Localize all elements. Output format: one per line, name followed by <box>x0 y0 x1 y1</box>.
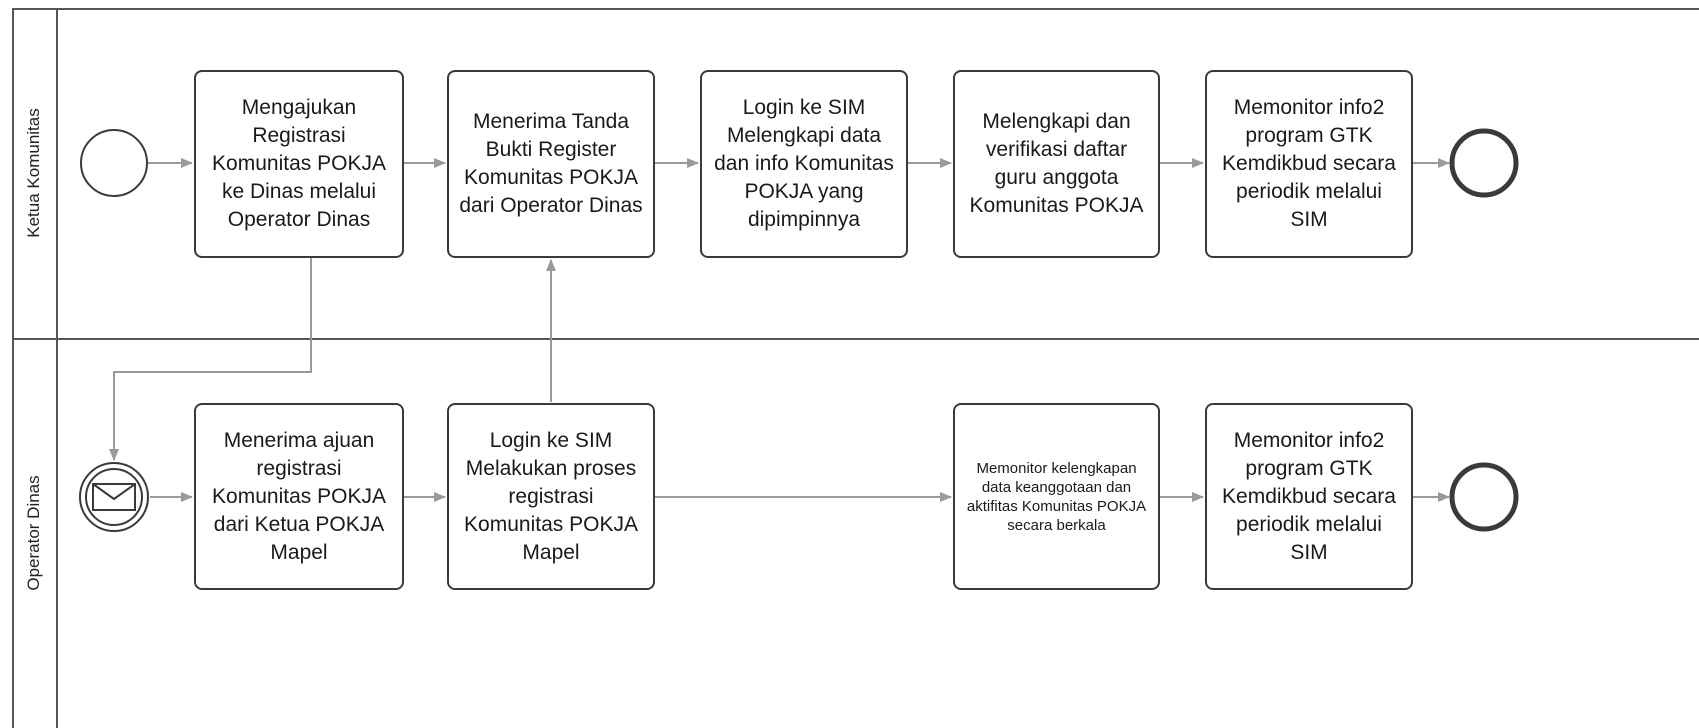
end-event-operator <box>1449 462 1519 532</box>
task-login-melengkapi-data[interactable]: Login ke SIM Melengkapi data dan info Ko… <box>700 70 908 258</box>
lane-header-operator-dinas: Operator Dinas <box>12 338 58 728</box>
lane-header-ketua-komunitas: Ketua Komunitas <box>12 8 58 338</box>
end-event-ketua <box>1449 128 1519 198</box>
task-label: Melengkapi dan verifikasi daftar guru an… <box>969 110 1144 217</box>
task-proses-registrasi[interactable]: Login ke SIM Melakukan proses registrasi… <box>447 403 655 590</box>
task-label: Menerima Tanda Bukti Register Komunitas … <box>459 110 643 217</box>
task-label: Mengajukan Registrasi Komunitas POKJA ke… <box>212 96 386 231</box>
task-verifikasi-daftar-guru[interactable]: Melengkapi dan verifikasi daftar guru an… <box>953 70 1160 258</box>
task-label: Memonitor info2 program GTK Kemdikbud se… <box>1222 96 1396 231</box>
lane-divider <box>12 338 1699 340</box>
pool-border <box>12 8 1699 728</box>
envelope-icon <box>92 483 136 511</box>
task-memonitor-info-ketua[interactable]: Memonitor info2 program GTK Kemdikbud se… <box>1205 70 1413 258</box>
task-memonitor-info-operator[interactable]: Memonitor info2 program GTK Kemdikbud se… <box>1205 403 1413 590</box>
start-event-ketua <box>80 129 148 197</box>
task-menerima-tanda-bukti[interactable]: Menerima Tanda Bukti Register Komunitas … <box>447 70 655 258</box>
task-memonitor-kelengkapan[interactable]: Memonitor kelengkapan data keanggotaan d… <box>953 403 1160 590</box>
message-flow-ketua-1-to-operator-start <box>109 258 312 461</box>
task-label: Memonitor info2 program GTK Kemdikbud se… <box>1222 428 1396 564</box>
task-menerima-ajuan[interactable]: Menerima ajuan registrasi Komunitas POKJ… <box>194 403 404 590</box>
task-label: Login ke SIM Melakukan proses registrasi… <box>464 428 638 564</box>
task-label: Menerima ajuan registrasi Komunitas POKJ… <box>212 428 386 564</box>
task-label: Login ke SIM Melengkapi data dan info Ko… <box>714 96 894 231</box>
task-mengajukan-registrasi[interactable]: Mengajukan Registrasi Komunitas POKJA ke… <box>194 70 404 258</box>
task-label: Memonitor kelengkapan data keanggotaan d… <box>966 459 1147 534</box>
